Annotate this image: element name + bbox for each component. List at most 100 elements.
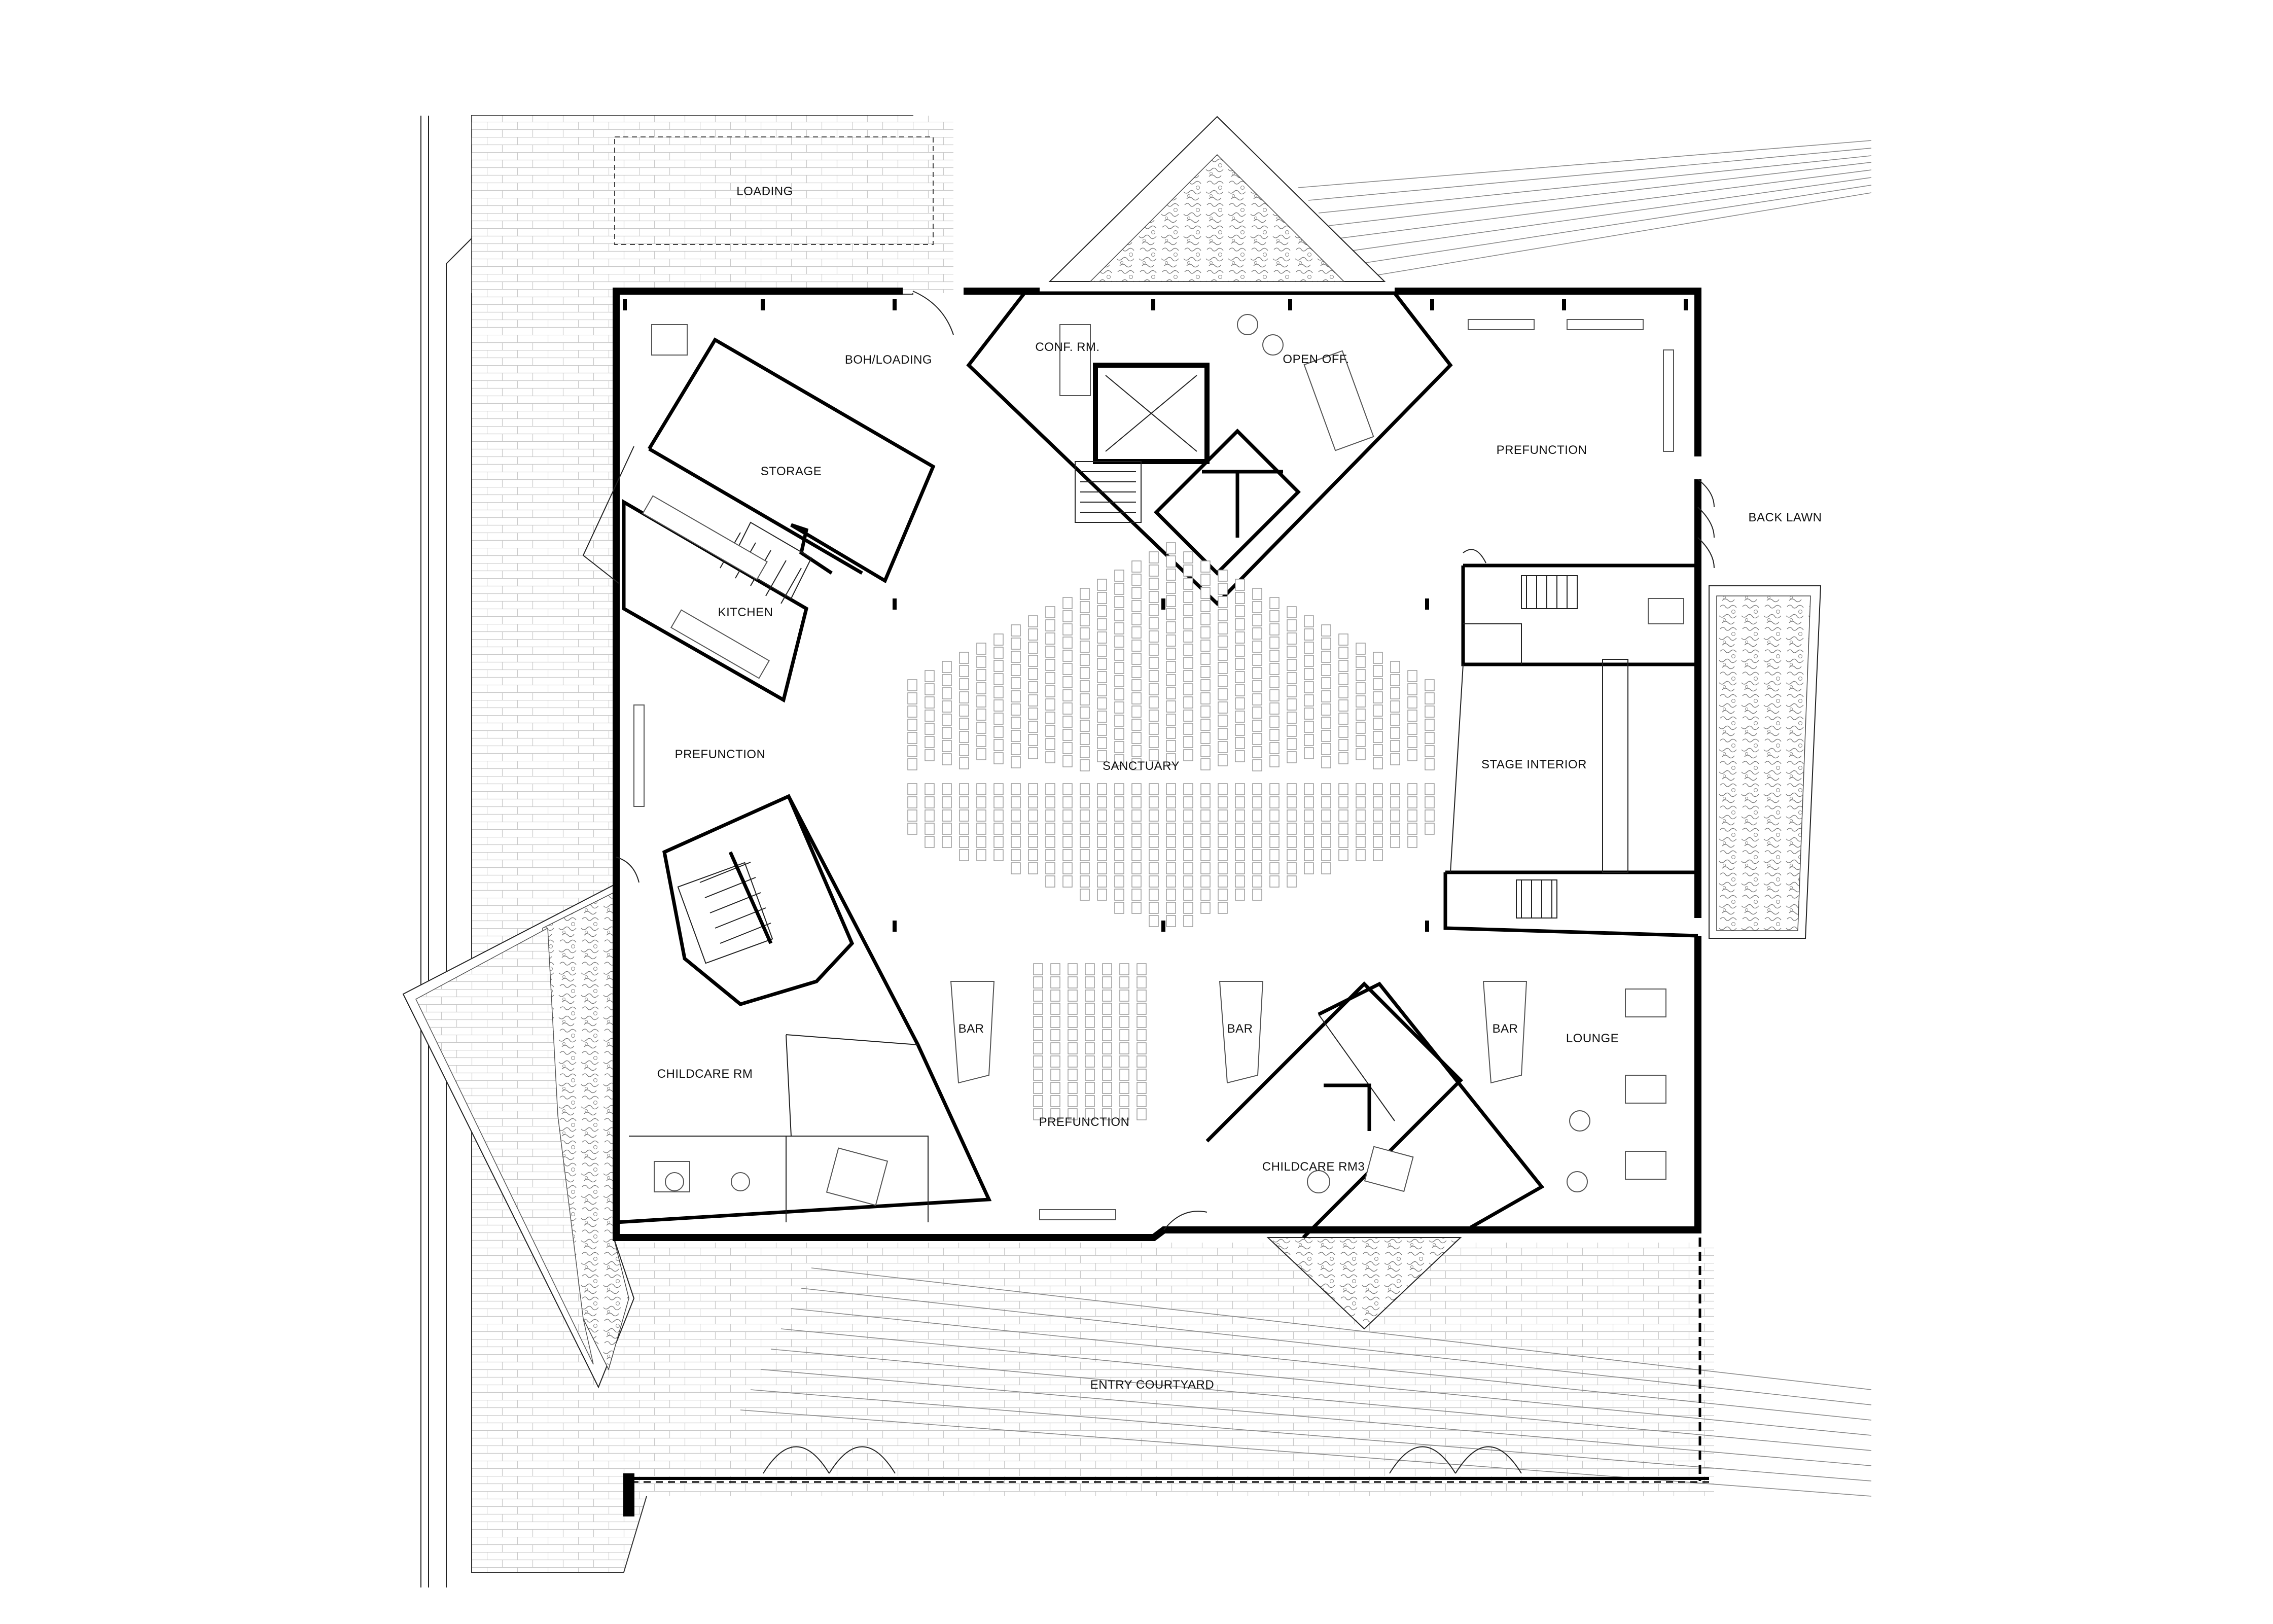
- sanctuary-seat: [1068, 1042, 1078, 1054]
- sanctuary-seat: [1131, 783, 1142, 795]
- sanctuary-seat: [1269, 650, 1280, 662]
- sanctuary-seat: [1114, 875, 1124, 888]
- sanctuary-seat: [1131, 745, 1142, 757]
- sanctuary-seat: [1218, 741, 1228, 753]
- sanctuary-seat: [1390, 823, 1400, 835]
- sanctuary-seat: [1235, 737, 1245, 749]
- sanctuary-seat: [1407, 783, 1417, 795]
- sanctuary-seat: [1102, 1042, 1112, 1054]
- sanctuary-seat: [1200, 560, 1211, 573]
- sanctuary-seat: [1218, 754, 1228, 766]
- sanctuary-seat: [1062, 755, 1073, 767]
- sanctuary-seat: [1131, 679, 1142, 691]
- sanctuary-seat: [959, 665, 969, 677]
- sanctuary-seat: [1321, 836, 1331, 848]
- sanctuary-seat: [1235, 823, 1245, 835]
- sanctuary-seat: [1033, 1108, 1043, 1120]
- sanctuary-seat: [1304, 796, 1314, 808]
- sanctuary-seat: [1102, 976, 1112, 988]
- sanctuary-seat: [1287, 783, 1297, 795]
- sanctuary-seat: [1080, 588, 1090, 600]
- sanctuary-seat: [1425, 679, 1435, 691]
- sanctuary-seat: [925, 683, 935, 695]
- sanctuary-seat: [1200, 600, 1211, 612]
- sanctuary-seat: [976, 748, 986, 760]
- sanctuary-seat: [1102, 990, 1112, 1002]
- sanctuary-seat: [1062, 689, 1073, 701]
- sanctuary-seat: [1149, 604, 1159, 616]
- sanctuary-seat: [1011, 796, 1021, 808]
- sanctuary-seat: [1235, 658, 1245, 670]
- sanctuary-seat: [1028, 823, 1038, 835]
- sanctuary-seat: [1114, 823, 1124, 835]
- sanctuary-seat: [1338, 633, 1348, 646]
- sanctuary-seat: [1137, 1003, 1147, 1015]
- sanctuary-seat: [942, 783, 952, 795]
- sanctuary-seat: [1166, 823, 1176, 835]
- sanctuary-seat: [1149, 670, 1159, 682]
- label-bar-1: BAR: [958, 1022, 984, 1036]
- sanctuary-seat: [1011, 809, 1021, 822]
- sanctuary-seat: [925, 809, 935, 822]
- sanctuary-seat: [1149, 710, 1159, 722]
- sanctuary-seat: [1287, 712, 1297, 724]
- sanctuary-seat: [1050, 990, 1060, 1002]
- sanctuary-seat: [1131, 574, 1142, 586]
- sanctuary-seat: [1287, 823, 1297, 835]
- sanctuary-seat: [1011, 664, 1021, 676]
- sanctuary-seat: [1304, 862, 1314, 874]
- sanctuary-seat: [1235, 671, 1245, 683]
- sanctuary-seat: [1028, 642, 1038, 654]
- sanctuary-seat: [1131, 600, 1142, 612]
- sanctuary-seat: [1183, 902, 1193, 914]
- sanctuary-seat: [1218, 649, 1228, 661]
- label-boh-loading: BOH/LOADING: [845, 353, 932, 367]
- sanctuary-seat: [1321, 756, 1331, 768]
- sanctuary-seat: [1218, 783, 1228, 795]
- sanctuary-seat: [1114, 675, 1124, 687]
- sanctuary-seat: [1373, 823, 1383, 835]
- sanctuary-seat: [1425, 732, 1435, 744]
- sanctuary-seat: [1050, 1108, 1060, 1120]
- sanctuary-seat: [1235, 631, 1245, 644]
- sanctuary-seat: [1218, 622, 1228, 634]
- sanctuary-seat: [1373, 718, 1383, 730]
- sanctuary-seat: [1252, 759, 1262, 771]
- sanctuary-seat: [1287, 672, 1297, 684]
- sanctuary-seat: [1269, 875, 1280, 888]
- sanctuary-seat: [1338, 809, 1348, 822]
- sanctuary-seat: [1183, 849, 1193, 861]
- planter-south: [1266, 1237, 1462, 1330]
- sanctuary-seat: [1119, 1055, 1129, 1068]
- sanctuary-seat: [1287, 606, 1297, 618]
- sanctuary-seat: [1183, 875, 1193, 888]
- sanctuary-seat: [1080, 680, 1090, 692]
- sanctuary-seat: [1235, 645, 1245, 657]
- sanctuary-seat: [1425, 719, 1435, 731]
- sanctuary-seat: [1097, 711, 1107, 723]
- sanctuary-seat: [1218, 636, 1228, 648]
- sanctuary-seat: [1321, 823, 1331, 835]
- sanctuary-seat: [1114, 688, 1124, 700]
- sanctuary-seat: [1149, 915, 1159, 927]
- sanctuary-seat: [1114, 728, 1124, 740]
- sanctuary-seat: [1183, 657, 1193, 669]
- sanctuary-seating: [907, 542, 1435, 1120]
- sanctuary-seat: [1149, 783, 1159, 795]
- sanctuary-seat: [1166, 809, 1176, 822]
- sanctuary-seat: [1033, 1095, 1043, 1107]
- sanctuary-seat: [1114, 796, 1124, 808]
- sanctuary-seat: [1425, 705, 1435, 718]
- sanctuary-seat: [1373, 796, 1383, 808]
- label-entry-courtyard: ENTRY COURTYARD: [1090, 1378, 1214, 1392]
- sanctuary-seat: [1183, 736, 1193, 748]
- sanctuary-seat: [993, 752, 1004, 764]
- sanctuary-seat: [1068, 976, 1078, 988]
- sanctuary-seat: [1269, 796, 1280, 808]
- sanctuary-seat: [1235, 849, 1245, 861]
- sanctuary-seat: [1407, 736, 1417, 748]
- sanctuary-seat: [1062, 836, 1073, 848]
- sanctuary-seat: [1218, 609, 1228, 621]
- sanctuary-seat: [1200, 626, 1211, 639]
- sanctuary-seat: [1085, 1029, 1095, 1041]
